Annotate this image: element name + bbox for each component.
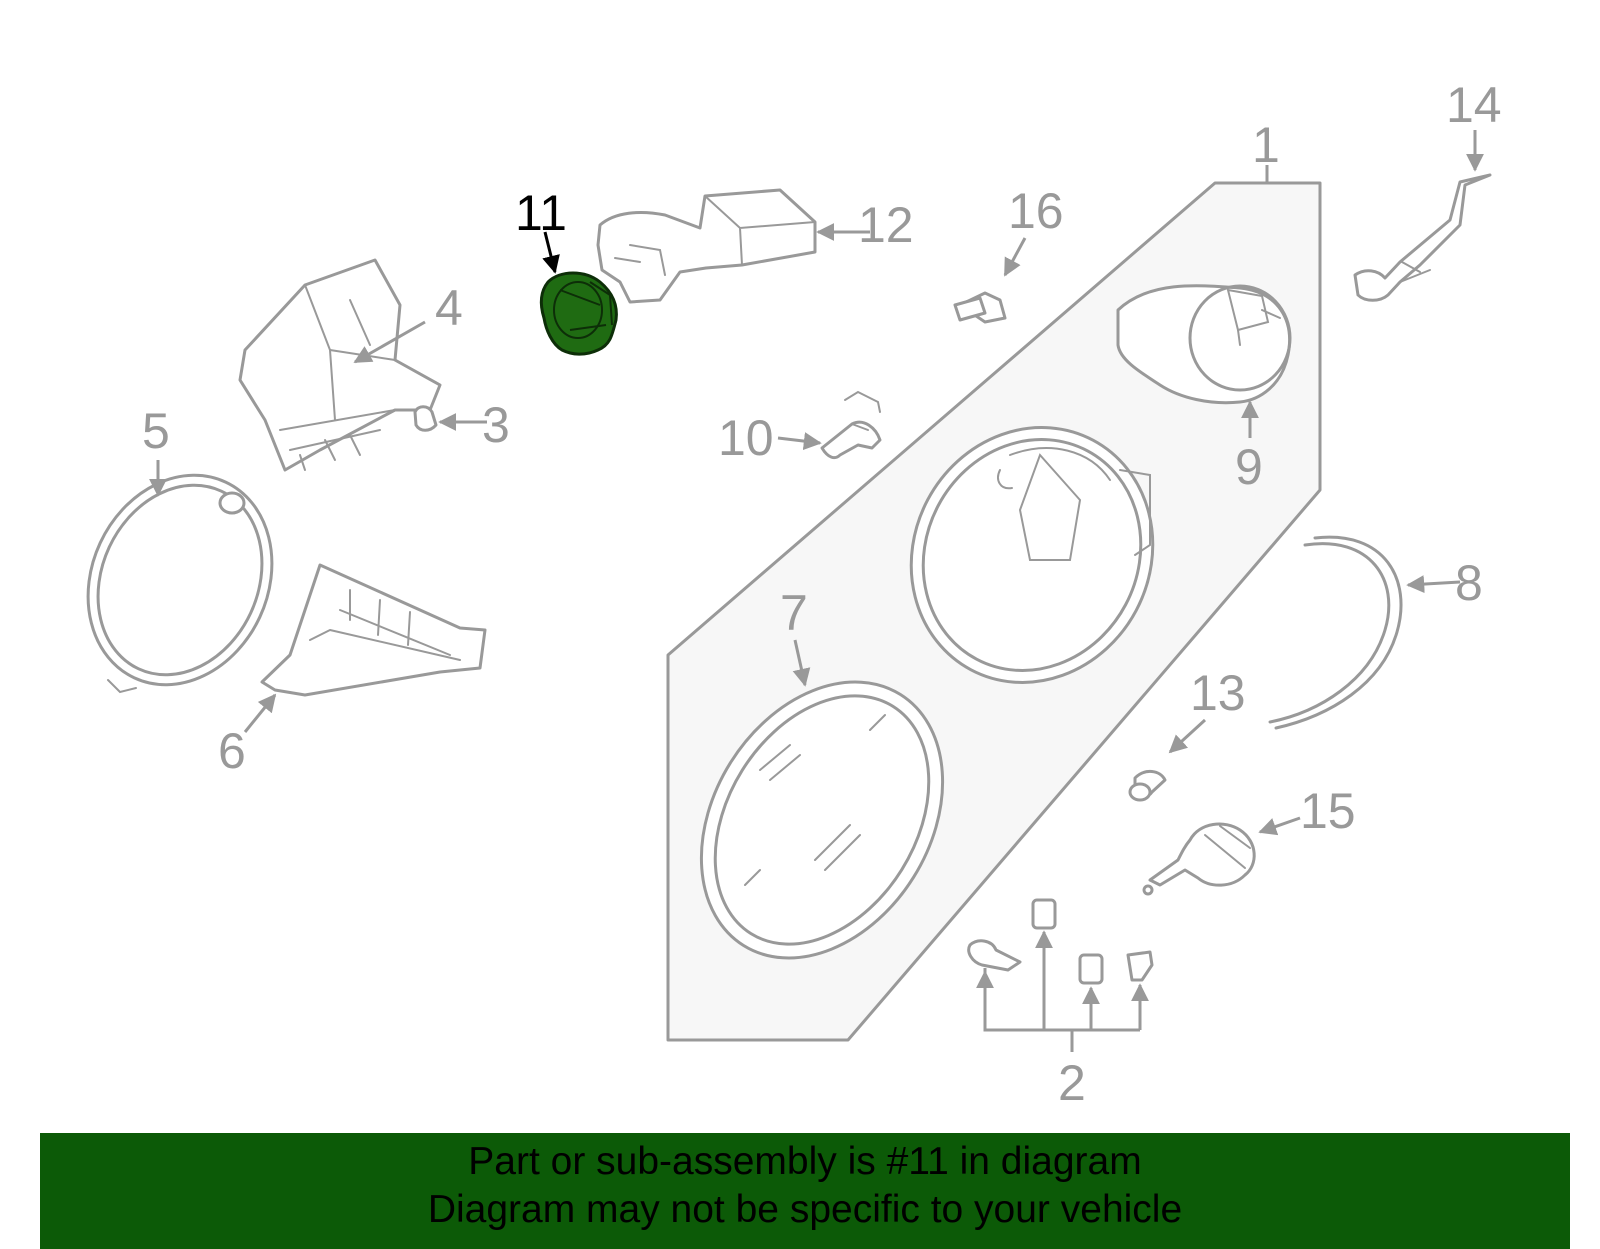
leader-lines xyxy=(149,130,1484,1052)
part-9-socket-plate xyxy=(1116,284,1292,405)
callout-6: 6 xyxy=(218,723,246,779)
callout-12: 12 xyxy=(858,197,914,253)
headlamp-housing xyxy=(909,426,1155,684)
callout-5: 5 xyxy=(142,403,170,459)
banner-line-1: Part or sub-assembly is #11 in diagram xyxy=(468,1140,1142,1183)
callout-3: 3 xyxy=(482,397,510,453)
part-14-bulb-bracket xyxy=(1353,173,1492,302)
callout-labels: 1 14 16 12 11 4 3 5 6 7 10 9 8 13 15 2 xyxy=(142,77,1502,1111)
part-8-trim-strip xyxy=(1268,535,1403,730)
callout-9: 9 xyxy=(1235,439,1263,495)
info-banner: Part or sub-assembly is #11 in diagram D… xyxy=(40,1133,1570,1249)
callout-13: 13 xyxy=(1190,665,1246,721)
part-6-bracket xyxy=(260,563,487,697)
part-7-lens xyxy=(699,680,945,960)
part-2-clips xyxy=(967,898,1154,985)
callout-2: 2 xyxy=(1058,1055,1086,1111)
callout-16: 16 xyxy=(1008,183,1064,239)
callout-15: 15 xyxy=(1300,783,1356,839)
part-11-socket-highlighted xyxy=(539,271,618,356)
part-10-bulb xyxy=(820,390,882,460)
part-5-bezel-ring xyxy=(86,473,274,694)
part-12-ballast-unit xyxy=(596,188,817,304)
banner-line-2: Diagram may not be specific to your vehi… xyxy=(427,1188,1183,1231)
callout-1: 1 xyxy=(1252,117,1280,173)
callout-10: 10 xyxy=(718,410,774,466)
callout-14: 14 xyxy=(1446,77,1502,133)
callout-4: 4 xyxy=(435,280,463,336)
part-16-bolt xyxy=(953,291,1007,324)
part-3-clip xyxy=(413,405,438,432)
callout-7: 7 xyxy=(780,585,808,641)
part-4-housing-shell xyxy=(238,258,442,472)
part-13-small-bulb xyxy=(1128,770,1167,802)
part-15-actuator xyxy=(1142,822,1256,896)
callout-11: 11 xyxy=(515,185,567,241)
callout-8: 8 xyxy=(1455,555,1483,611)
